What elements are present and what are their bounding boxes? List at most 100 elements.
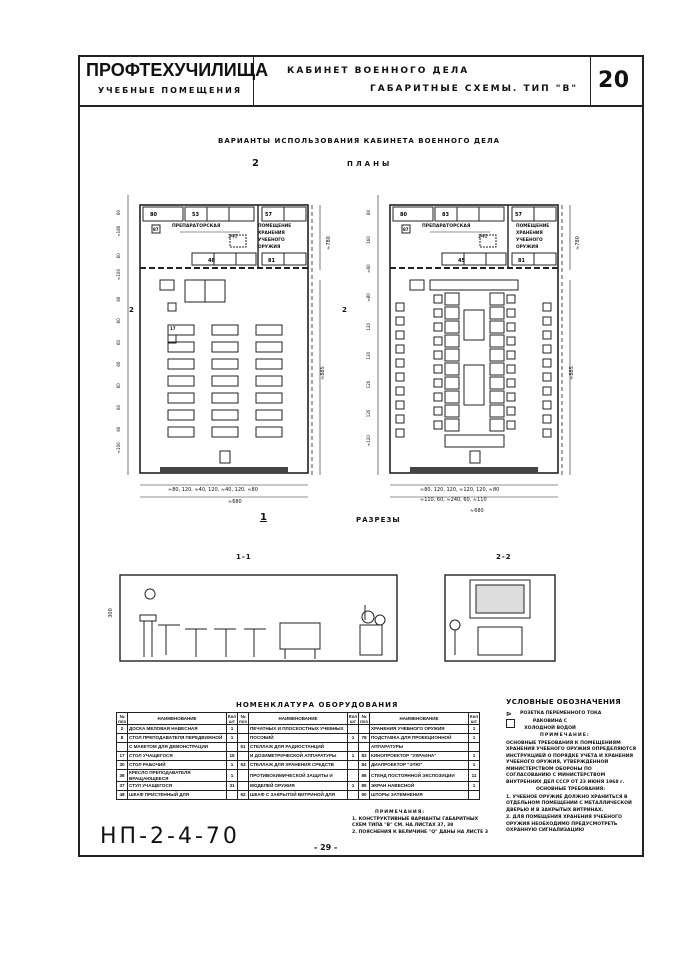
footer-note-1: 1. КОНСТРУКТИВНЫЕ ВАРИАНТЫ ГАБАРИТНЫХ СХ… <box>352 816 479 829</box>
student-desk <box>489 292 505 306</box>
student-desk <box>167 358 195 370</box>
item-qty: 1 <box>226 769 238 782</box>
tag-label: 81 <box>268 258 275 264</box>
right-plan-dims-row-2: ≈110, 60, ≈240, 60, ≈110 <box>420 497 487 503</box>
student-chair <box>506 294 516 304</box>
section-1-outline <box>119 574 398 662</box>
student-desk <box>167 324 195 336</box>
work-table-30 <box>409 279 425 291</box>
org-title: ПРОФТЕХУЧИЛИЩА <box>86 60 269 80</box>
item-qty: 15 <box>226 751 238 761</box>
section-mark-2-right: 2 <box>342 306 347 314</box>
student-chair <box>167 302 177 312</box>
item-pos <box>116 742 128 752</box>
item-qty: 1 <box>226 733 238 743</box>
item-pos: 51 <box>237 742 249 752</box>
wall-chair <box>542 400 552 410</box>
weapon-cabinet <box>479 234 497 248</box>
student-chair <box>506 392 516 402</box>
plans-title: ПЛАНЫ <box>347 160 393 168</box>
tag-label: 80 <box>150 212 157 218</box>
student-desk <box>255 409 283 421</box>
item-pos: 8 <box>116 733 128 743</box>
student-desk <box>489 362 505 376</box>
item-name: С МАКЕТОМ ДЛЯ ДЕМОНСТРАЦИИ <box>127 742 227 752</box>
footer-notes-title: ПРИМЕЧАНИЯ: <box>375 810 426 815</box>
room-label-prep-right: ПРЕПАРАТОРСКАЯ <box>422 224 471 229</box>
item-pos <box>358 724 370 734</box>
section-mark-1: 1 <box>260 512 267 523</box>
student-chair <box>506 364 516 374</box>
student-desk <box>444 292 460 306</box>
footer-notes: ПРИМЕЧАНИЯ: 1. КОНСТРУКТИВНЫЕ ВАРИАНТЫ Г… <box>352 810 492 836</box>
socket-icon: ⊳ <box>506 710 512 718</box>
wall-chair <box>542 344 552 354</box>
cabinet <box>206 206 230 222</box>
wall-chair <box>542 372 552 382</box>
item-name: КИНОПРОЕКТОР "УКРАИНА" <box>369 751 469 761</box>
cabinet <box>235 252 257 266</box>
student-chair <box>433 364 443 374</box>
legend-title: УСЛОВНЫЕ ОБОЗНАЧЕНИЯ <box>506 698 621 706</box>
demo-table <box>463 364 485 406</box>
item-name: СТУЛ УЧАЩЕГОСЯ <box>127 781 227 791</box>
student-desk <box>211 324 239 336</box>
item-name: СТЕЛЛАЖ ДЛЯ РАДИОСТАНЦИЙ <box>248 742 348 752</box>
item-qty <box>347 790 359 800</box>
student-desk <box>255 341 283 353</box>
page-number: - 29 - <box>314 843 338 852</box>
vertical-dim-label: 60 <box>116 318 121 324</box>
student-desk <box>444 404 460 418</box>
student-chair <box>506 378 516 388</box>
student-desk <box>255 324 283 336</box>
wall-chair <box>542 428 552 438</box>
student-desk <box>255 358 283 370</box>
item-pos <box>358 742 370 752</box>
student-desk <box>489 306 505 320</box>
wall-chair <box>542 386 552 396</box>
section-mark-2-top: 2 <box>252 158 260 169</box>
vertical-dim-label: 60 <box>116 361 121 367</box>
cabinet <box>485 252 507 266</box>
dim-240-right: 240 <box>478 234 488 240</box>
student-desk <box>444 376 460 390</box>
cabinet <box>228 206 255 222</box>
tag-label: 87 <box>403 227 409 232</box>
student-desk <box>444 320 460 334</box>
cabinet <box>283 252 307 266</box>
drawing-code: НП-2-4-70 <box>100 824 240 849</box>
item-pos: 78 <box>358 733 370 743</box>
item-name: ХРАНЕНИЯ УЧЕБНОГО ОРУЖИЯ <box>369 724 469 734</box>
section-2-furniture <box>449 579 531 656</box>
section-mark-2-left: 2 <box>129 306 134 314</box>
item-pos: 37 <box>116 781 128 791</box>
wall-chair <box>395 330 405 340</box>
student-desk <box>255 392 283 404</box>
item-pos: 36 <box>116 769 128 782</box>
item-name: ШКАФ С ЗАКРЫТОЙ ВИТРИНОЙ ДЛЯ <box>248 790 348 800</box>
vertical-dim-label: 60 <box>116 253 121 259</box>
vertical-dim-label: 120 <box>366 322 371 330</box>
vertical-dim-label: 60 <box>116 383 121 389</box>
item-qty: 1 <box>468 781 480 791</box>
item-pos: 48 <box>116 790 128 800</box>
col-header-qty: Кол шт <box>226 712 238 725</box>
vertical-dim-label: ≈80 <box>366 293 371 302</box>
work-table-30 <box>159 279 175 291</box>
student-chair <box>433 378 443 388</box>
item-name: ПОДСТАВКА ДЛЯ ПРОЕКЦИОННОЙ <box>369 733 469 743</box>
wall-chair <box>542 302 552 312</box>
student-chair <box>433 294 443 304</box>
vertical-dim-label: ≈120 <box>366 435 371 446</box>
item-qty <box>468 742 480 752</box>
tag-label: 48 <box>208 258 215 264</box>
student-chair <box>506 406 516 416</box>
student-desk <box>489 348 505 362</box>
header-divider <box>78 105 642 107</box>
projector-stand <box>469 450 481 464</box>
item-qty: 1 <box>226 724 238 734</box>
footer-note-2: 2. ПОЯСНЕНИЯ К ВЕЛИЧИНЕ "Q" ДАНЫ НА ЛИСТ… <box>352 829 489 835</box>
tag-label: 87 <box>153 227 159 232</box>
